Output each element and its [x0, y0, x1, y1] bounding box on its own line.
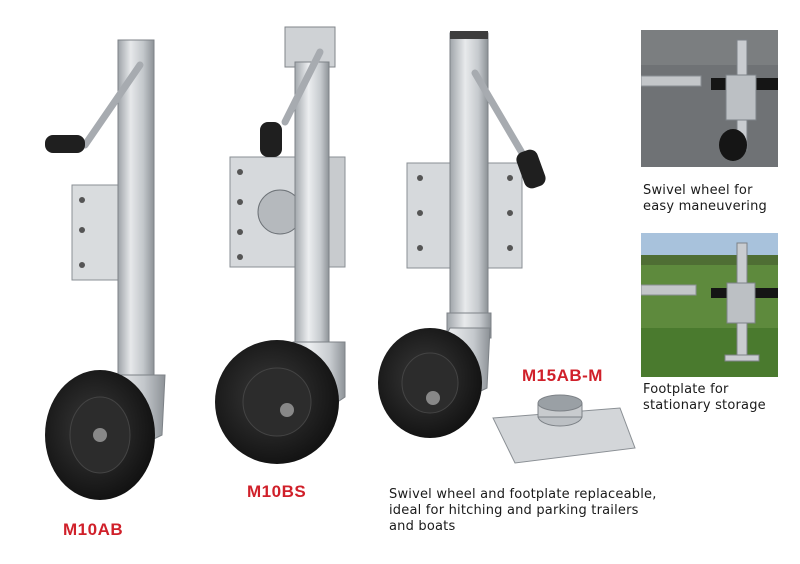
swivel-wheel-caption-line: easy maneuvering	[643, 199, 768, 214]
jack-m15ab-m-image	[378, 31, 636, 464]
jack-m10bs-image	[215, 26, 346, 464]
swivel-wheel-photo	[641, 30, 778, 167]
footplate-photo	[641, 233, 778, 377]
main-caption-line: Swivel wheel and footplate replaceable,	[389, 487, 657, 502]
swivel-wheel-caption: Swivel wheel for easy maneuvering	[643, 183, 767, 215]
footplate-caption-line: Footplate for	[643, 382, 729, 397]
main-caption: Swivel wheel and footplate replaceable, …	[389, 487, 657, 535]
model-label-m10bs: M10BS	[247, 482, 307, 501]
swivel-wheel-caption-line: Swivel wheel for	[643, 183, 753, 198]
jack-m10ab-image	[45, 39, 166, 500]
footplate-caption: Footplate for stationary storage	[643, 382, 766, 414]
model-label-m10ab: M10AB	[63, 520, 124, 539]
model-label-m15ab-m: M15AB-M	[522, 366, 603, 385]
main-caption-line: and boats	[389, 519, 456, 534]
footplate-caption-line: stationary storage	[643, 398, 766, 413]
main-caption-line: ideal for hitching and parking trailers	[389, 503, 639, 518]
